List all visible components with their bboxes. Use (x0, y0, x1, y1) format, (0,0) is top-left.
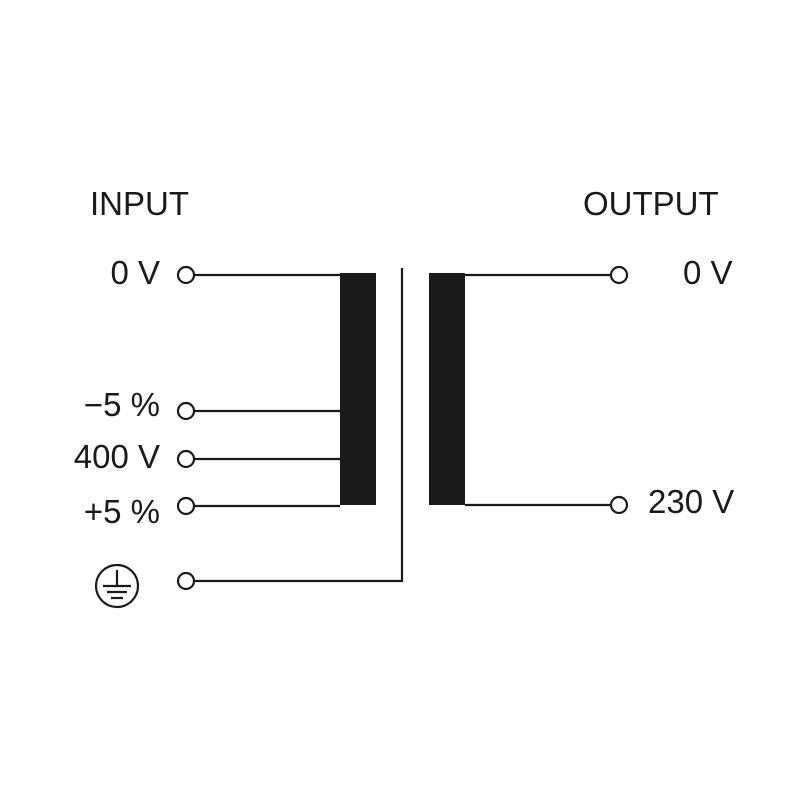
input-heading: INPUT (90, 185, 189, 222)
input-terminal-plus-5 (176, 496, 196, 516)
secondary-winding (429, 273, 465, 505)
input-terminal-400v (176, 449, 196, 469)
core-earth-line (193, 268, 404, 583)
input-label-400v: 400 V (74, 438, 160, 475)
input-label-0v: 0 V (110, 254, 160, 291)
output-label-0v: 0 V (683, 254, 733, 291)
input-terminal-earth (176, 571, 196, 591)
output-terminal-230v (609, 495, 629, 515)
input-label-plus-5: +5 % (84, 493, 160, 530)
input-label-minus-5: −5 % (84, 386, 160, 423)
input-terminal-0v (176, 265, 196, 285)
output-label-230v: 230 V (648, 483, 734, 520)
protective-earth-icon (94, 563, 140, 609)
output-heading: OUTPUT (583, 185, 719, 222)
input-terminal-minus-5 (176, 401, 196, 421)
output-terminal-0v (609, 265, 629, 285)
primary-winding (340, 273, 376, 505)
